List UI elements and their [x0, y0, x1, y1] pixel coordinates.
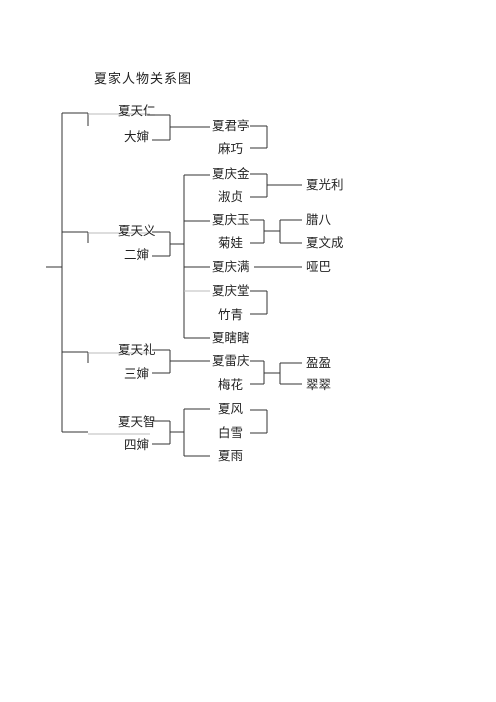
node-ma-qiao: 麻巧	[218, 141, 244, 156]
page-title: 夏家人物关系图	[94, 72, 193, 87]
node-xia-junheng: 夏君亭	[212, 118, 250, 133]
node-er-sao: 二婶	[124, 247, 150, 262]
node-xia-tianyi: 夏天义	[118, 223, 156, 238]
node-cui-cui: 翠翠	[306, 377, 332, 392]
node-xia-qingjin: 夏庆金	[212, 166, 250, 181]
node-ju-wa: 菊娃	[218, 235, 244, 250]
node-si-sao: 四婶	[124, 437, 150, 452]
node-xia-tianren: 夏天仁	[118, 103, 156, 118]
node-ya-ba: 哑巴	[306, 259, 332, 274]
node-ying-ying: 盈盈	[306, 355, 332, 370]
node-xia-qingman: 夏庆满	[212, 259, 250, 274]
node-shu-zhen: 淑贞	[218, 189, 244, 204]
node-xia-leiqing: 夏雷庆	[212, 353, 250, 368]
node-xia-qingyu: 夏庆玉	[212, 212, 250, 227]
node-xia-yu: 夏雨	[218, 448, 244, 463]
node-xia-qingtang: 夏庆堂	[212, 283, 250, 298]
node-xia-feng: 夏风	[218, 401, 244, 416]
node-san-sao: 三婶	[124, 366, 150, 381]
node-bai-xue: 白雪	[218, 425, 244, 440]
node-zhu-qing: 竹青	[218, 307, 244, 322]
node-la-ba: 腊八	[306, 212, 332, 227]
node-xia-xiaxia: 夏瞎瞎	[212, 330, 250, 345]
node-xia-tianzhi: 夏天智	[118, 414, 156, 429]
node-xia-tianli: 夏天礼	[118, 342, 156, 357]
node-xia-guangli: 夏光利	[306, 177, 344, 192]
node-mei-hua: 梅花	[218, 377, 244, 392]
node-da-sao: 大婶	[124, 129, 150, 144]
node-xia-wencheng: 夏文成	[306, 235, 344, 250]
